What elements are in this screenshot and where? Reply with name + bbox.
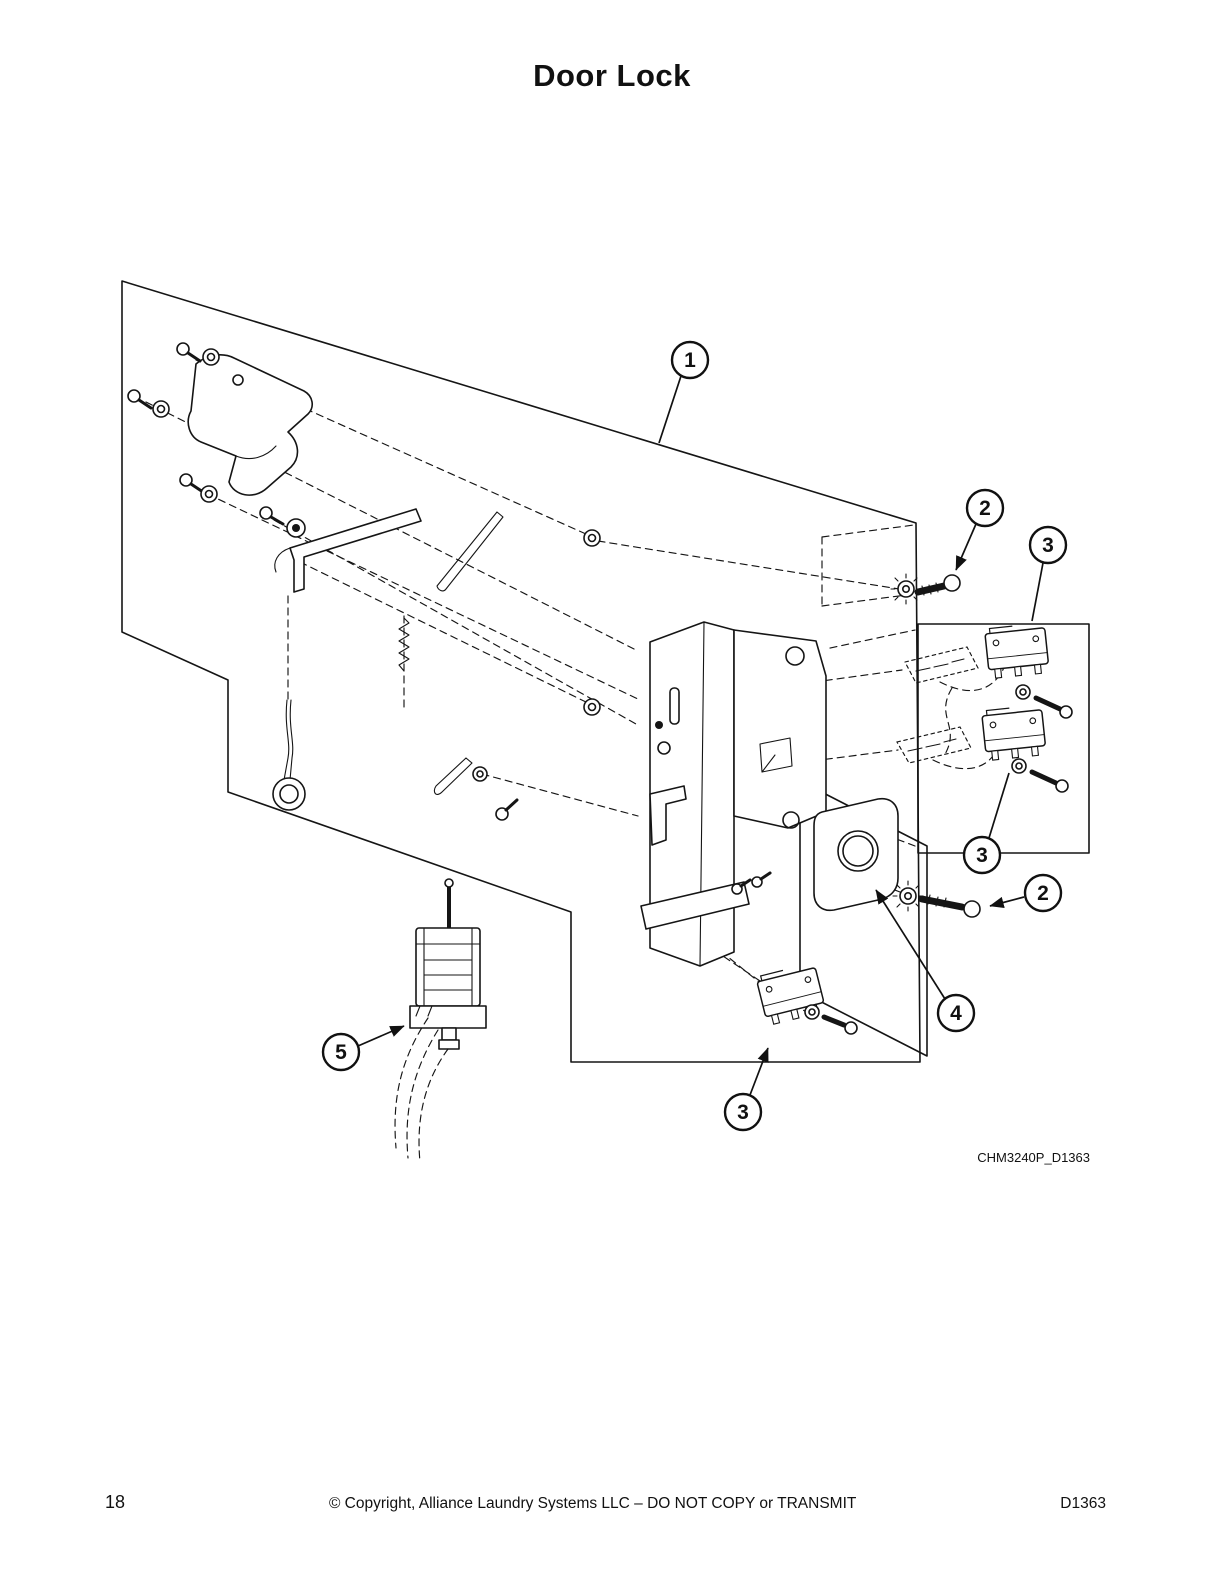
switch-fasteners-right [1011, 684, 1073, 793]
bolt-and-washer-top [890, 573, 961, 605]
microswitch-part-lower [980, 704, 1048, 762]
callouts: 1 2 3 3 2 [321, 340, 1068, 1132]
cable-and-weight-part [272, 699, 306, 811]
svg-text:2: 2 [1037, 882, 1049, 905]
callout-3-middle: 3 [962, 772, 1010, 875]
figure-code: CHM3240P_D1363 [977, 1150, 1090, 1165]
callout-3-bottom: 3 [723, 1047, 769, 1132]
svg-text:3: 3 [1042, 534, 1054, 557]
mounting-plate-part [640, 871, 772, 930]
svg-text:3: 3 [737, 1101, 749, 1124]
button-housing-part [813, 797, 899, 912]
copyright-text: © Copyright, Alliance Laundry Systems LL… [328, 1495, 857, 1512]
switch-fasteners-bottom [804, 1004, 858, 1035]
svg-text:4: 4 [950, 1002, 962, 1025]
microswitch-part-upper [983, 622, 1051, 680]
callout-4: 4 [875, 889, 976, 1033]
svg-text:1: 1 [684, 349, 696, 372]
callout-2-top: 2 [955, 488, 1005, 571]
callout-5: 5 [321, 1025, 405, 1072]
hinge-bracket-part [187, 354, 313, 496]
page-title: Door Lock [533, 58, 691, 93]
svg-text:3: 3 [976, 844, 988, 867]
bolt-and-washer-bottom [892, 880, 981, 918]
lock-lever-part [274, 508, 504, 672]
page-number: 18 [105, 1492, 126, 1512]
doc-code: D1363 [1060, 1495, 1106, 1512]
washers-middle [583, 529, 601, 716]
callout-2-bottom: 2 [989, 873, 1063, 913]
callout-3-top: 3 [1028, 525, 1068, 622]
svg-text:2: 2 [979, 497, 991, 520]
svg-text:5: 5 [335, 1041, 347, 1064]
fasteners-top-left [127, 342, 306, 538]
page-footer: 18 © Copyright, Alliance Laundry Systems… [0, 1492, 1224, 1513]
lock-panel-part [649, 621, 827, 967]
callout-1: 1 [658, 340, 710, 444]
clip-and-screw-part [433, 757, 519, 821]
wire-connector-blocks [896, 646, 979, 764]
solenoid-part [394, 878, 487, 1163]
